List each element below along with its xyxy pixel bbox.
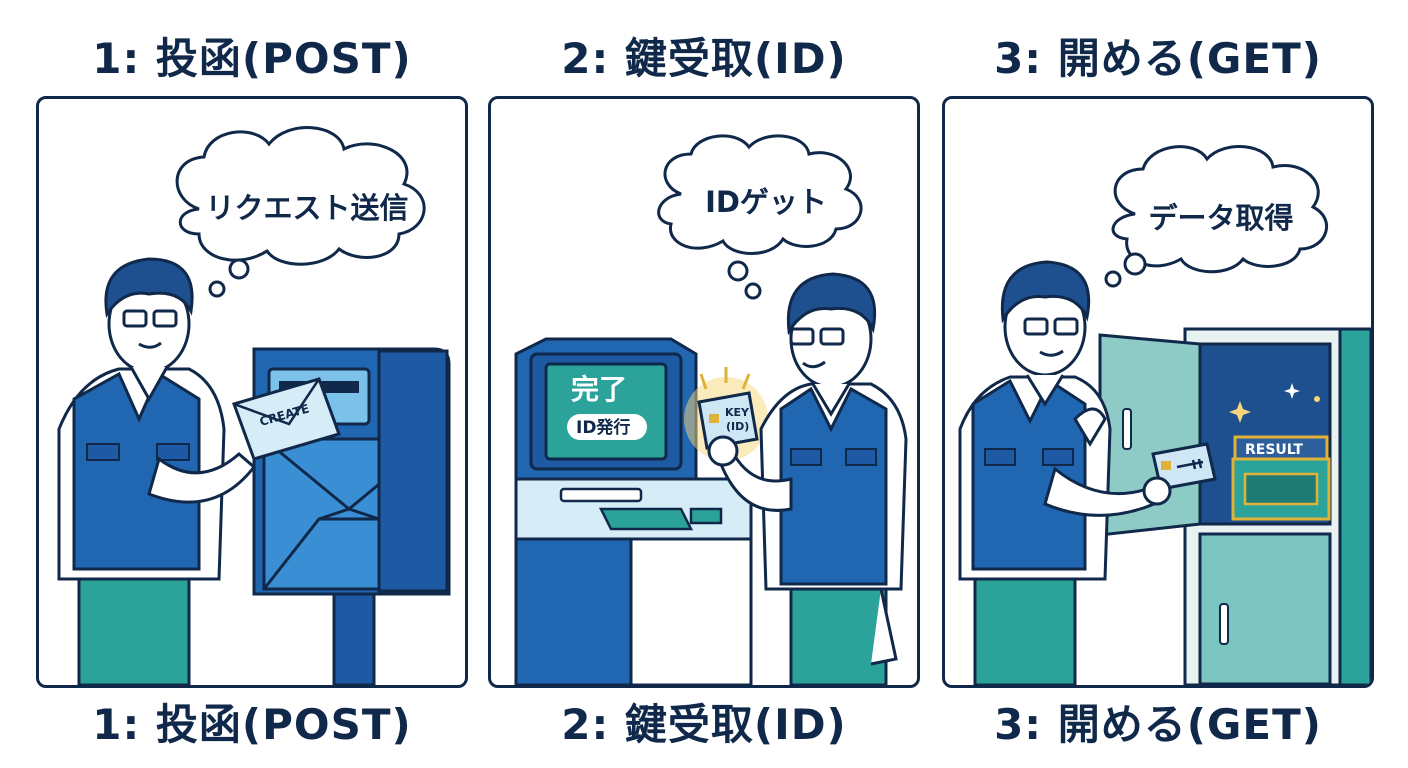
panel-title-top: 2: 鍵受取(ID)	[561, 34, 847, 83]
card-key-text: KEY	[725, 406, 750, 419]
person-icon	[707, 272, 908, 685]
thought-bubble-icon	[175, 126, 426, 298]
result-label: RESULT	[1245, 442, 1303, 458]
kiosk-icon: 完了 ID発行	[514, 337, 753, 685]
thought-bubble-text: リクエスト送信	[205, 191, 409, 225]
panel-title-bottom: 1: 投函(POST)	[92, 700, 412, 749]
envelope-icon: CREATE	[232, 377, 341, 461]
panel-title-bottom: 3: 開める(GET)	[994, 700, 1322, 749]
locker-icon	[1098, 327, 1371, 685]
screen-complete-text: 完了	[571, 373, 627, 406]
panel-frame: 完了 ID発行 KEY (ID)	[488, 96, 920, 688]
panel-title-top: 1: 投函(POST)	[92, 34, 412, 83]
key-card-icon	[1142, 442, 1217, 506]
panel-frame: CREATE リクエスト送信	[36, 96, 468, 688]
panel-post: 1: 投函(POST)	[36, 0, 468, 768]
person-icon	[958, 260, 1167, 685]
get-scene: RESULT	[958, 145, 1371, 685]
panel-title-top: 3: 開める(GET)	[994, 34, 1322, 83]
person-icon	[57, 257, 257, 685]
panel-get: 3: 開める(GET)	[942, 0, 1374, 768]
post-scene: CREATE	[57, 126, 451, 685]
panel-frame: RESULT	[942, 96, 1374, 688]
panel-id: 2: 鍵受取(ID) 完了 ID発行	[488, 0, 920, 768]
card-id-text: (ID)	[726, 420, 749, 433]
thought-bubble-text: IDゲット	[705, 185, 827, 219]
thought-bubble-icon	[1104, 145, 1329, 288]
thought-bubble-text: データ取得	[1148, 201, 1294, 235]
treasure-chest-icon: RESULT	[1229, 383, 1331, 521]
screen-id-text: ID発行	[576, 417, 630, 438]
panel-title-bottom: 2: 鍵受取(ID)	[561, 700, 847, 749]
key-card-icon: KEY (ID)	[684, 367, 768, 461]
thought-bubble-icon	[657, 134, 863, 300]
id-scene: 完了 ID発行 KEY (ID)	[514, 134, 908, 685]
